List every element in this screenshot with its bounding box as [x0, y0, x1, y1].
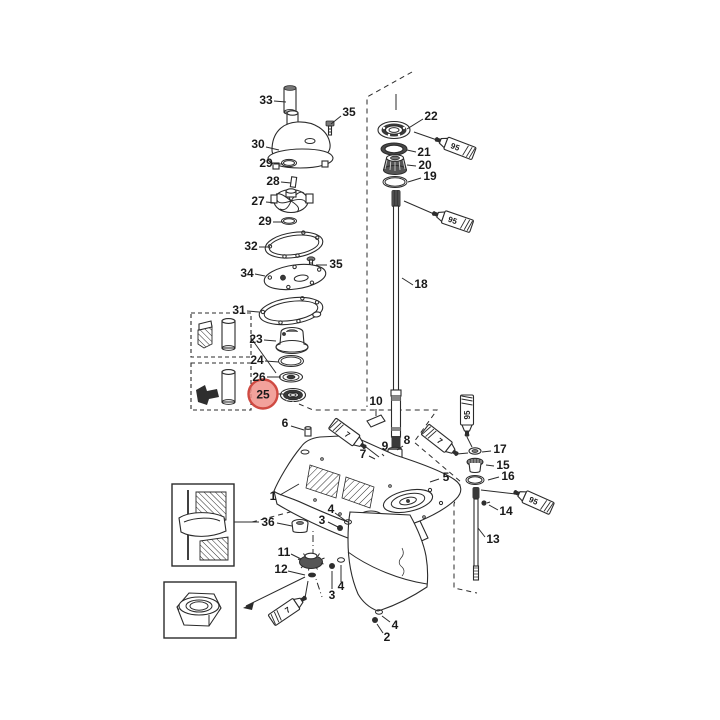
- tube-label: 95: [527, 495, 539, 507]
- part-label-4a: 4: [328, 502, 335, 516]
- tube-label: 95: [463, 410, 472, 419]
- part-label-29a: 29: [259, 156, 273, 170]
- part-label-27: 27: [251, 194, 265, 208]
- tube-label: 95: [447, 215, 459, 227]
- highlight-circle-25: 25: [247, 378, 279, 410]
- part-label-18: 18: [414, 277, 428, 291]
- part-label-31: 31: [232, 303, 246, 317]
- part-35a-bolt: [325, 120, 335, 136]
- tube-label: 7: [435, 436, 444, 446]
- lubricant-tube-95-to-22: 95: [434, 136, 477, 160]
- tube-label: 95: [449, 141, 461, 153]
- part-label-25: 25: [256, 388, 270, 402]
- shift-cam-detail-box-top: [190, 312, 252, 358]
- part-label-14: 14: [499, 504, 513, 518]
- part-23-seal-carrier: [275, 326, 309, 354]
- lubricant-tube-95-to-18: 95: [431, 210, 474, 233]
- part-22-ball-bearing: [377, 120, 411, 140]
- part-label-29b: 29: [258, 214, 272, 228]
- part-label-24: 24: [250, 353, 264, 367]
- sealant-tube-7-to-plug: 7: [328, 418, 367, 449]
- part-label-35a: 35: [342, 105, 356, 119]
- part-label-13: 13: [486, 532, 500, 546]
- part-10-key: [366, 414, 386, 428]
- part-24-oring: [278, 355, 304, 367]
- leader-lines: [234, 100, 500, 634]
- shift-cam-detail-box-bottom: [190, 362, 252, 411]
- part-label-5: 5: [443, 470, 450, 484]
- part-6-dowel-pin: [304, 426, 312, 437]
- part-21-bearing-race: [380, 142, 408, 156]
- part-17-nut: [468, 447, 482, 455]
- part-18-driveshaft: [390, 190, 402, 459]
- part-label-35b: 35: [329, 257, 343, 271]
- part-label-30: 30: [251, 137, 265, 151]
- part-label-22: 22: [424, 109, 438, 123]
- part-11-pinion-gear: [297, 552, 325, 571]
- part-12-pinion-nut: [308, 572, 316, 578]
- tube-label: 7: [283, 605, 292, 615]
- tube-label: 7: [343, 430, 352, 440]
- part-label-4c: 4: [392, 618, 399, 632]
- part-label-33: 33: [259, 93, 273, 107]
- part-29b-oring: [281, 217, 297, 225]
- part-label-3a: 3: [319, 513, 326, 527]
- part-33-water-tube: [283, 85, 297, 115]
- part-label-36: 36: [261, 515, 275, 529]
- part-labels: 33 35 30 29 28 27 29 32 35 34 31 23 24 2…: [232, 93, 515, 644]
- part-label-20: 20: [418, 158, 432, 172]
- part-label-21: 21: [417, 145, 431, 159]
- part-36-grommet: [291, 518, 309, 534]
- part-label-2: 2: [384, 630, 391, 644]
- part-label-26: 26: [252, 370, 266, 384]
- part-label-7: 7: [360, 447, 367, 461]
- part-label-1: 1: [270, 489, 277, 503]
- part-34-face-plate: [263, 263, 327, 291]
- part-label-10: 10: [369, 394, 383, 408]
- part-26-washer: [278, 371, 304, 383]
- lubricant-tube-95-to-17: 95: [459, 394, 475, 437]
- lubricant-tube-95-to-13: 95: [513, 490, 555, 515]
- part-label-11: 11: [278, 545, 291, 559]
- part-29a-oring: [281, 158, 297, 168]
- part-label-9: 9: [382, 439, 389, 453]
- part-label-23: 23: [249, 332, 263, 346]
- part-25-bearing: [279, 387, 307, 403]
- pinion-nut-detail-box: [163, 581, 237, 639]
- part-label-34: 34: [240, 266, 254, 280]
- part-13-shift-shaft: [472, 487, 480, 581]
- part-31-gasket: [258, 296, 324, 326]
- part-32-gasket: [264, 230, 324, 259]
- part-label-32: 32: [244, 239, 258, 253]
- part-27-impeller: [270, 188, 314, 214]
- part-15-bushing: [466, 457, 484, 474]
- screw-3b-washer-4b: [329, 557, 345, 569]
- part-label-12: 12: [274, 562, 288, 576]
- sealant-tube-7-to-12: 7: [268, 595, 307, 626]
- part-14-screw: [481, 500, 491, 506]
- part-16-oring: [465, 475, 485, 485]
- skeg: [347, 511, 429, 612]
- grommet-detail-box: [171, 483, 235, 567]
- part-label-19: 19: [423, 169, 437, 183]
- part-20-tapered-bearing: [382, 154, 408, 175]
- screw-2-washer-4c: [372, 609, 383, 623]
- part-19-oring: [382, 176, 408, 188]
- part-30-water-pump-cover: [267, 110, 334, 170]
- part-label-15: 15: [496, 458, 510, 472]
- tube-pointer-lines: [304, 131, 517, 599]
- part-28-impeller-key: [289, 176, 298, 188]
- enlargement-arrow: [243, 576, 306, 610]
- sealant-tube-7-to-17: 7: [421, 424, 459, 456]
- part-label-16: 16: [501, 469, 515, 483]
- screw-3a-washer-4a: [337, 519, 352, 531]
- part-label-3b: 3: [329, 588, 336, 602]
- part-label-28: 28: [266, 174, 280, 188]
- part-label-8: 8: [404, 433, 411, 447]
- part-label-17: 17: [493, 442, 507, 456]
- part-label-4b: 4: [338, 579, 345, 593]
- part-label-6: 6: [282, 416, 289, 430]
